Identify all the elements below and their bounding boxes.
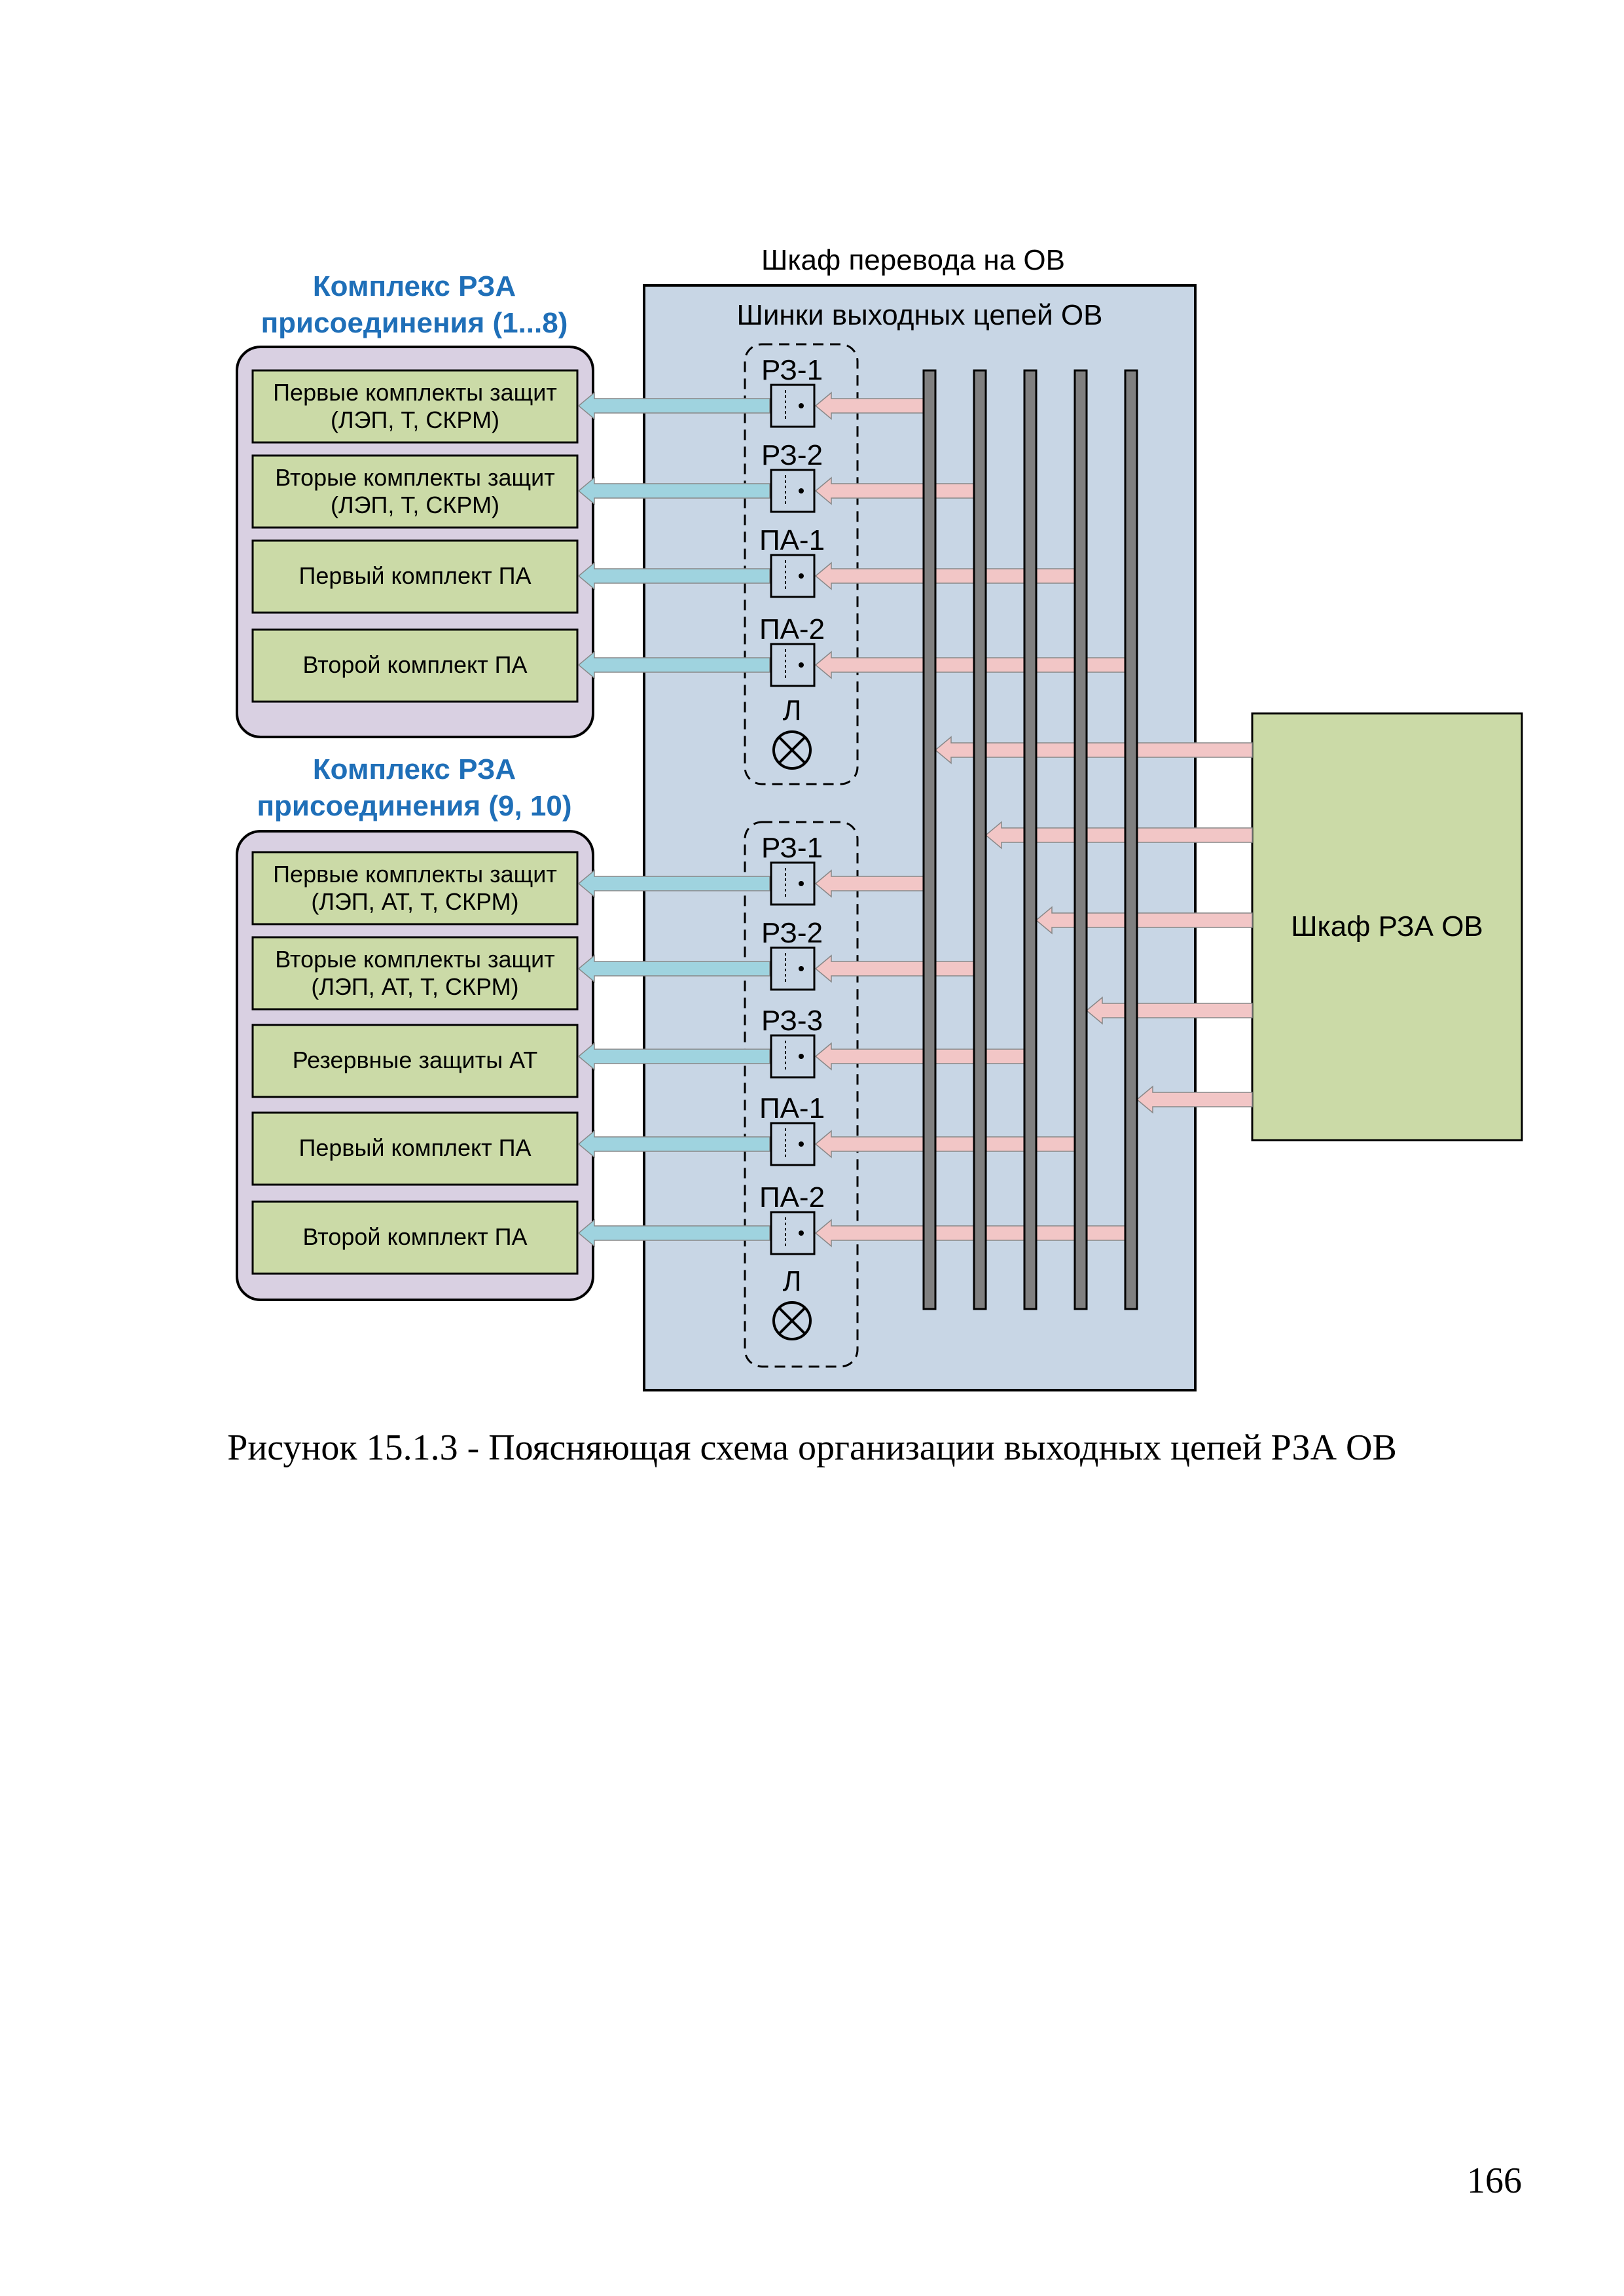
output-arrow xyxy=(577,562,770,590)
output-bus xyxy=(1074,369,1088,1310)
page-number: 166 xyxy=(1467,2161,1522,2201)
complex-bottom-item: Первый комплект ПА xyxy=(251,1111,579,1186)
item-label: Второй комплект ПА xyxy=(302,1223,527,1250)
output-arrow xyxy=(577,1219,770,1247)
complex-bottom-title-2: присоединения (9, 10) xyxy=(257,790,571,822)
feed-arrow xyxy=(1136,1085,1253,1114)
switch-icon xyxy=(770,1034,816,1079)
switch-label: РЗ-2 xyxy=(761,917,823,949)
switch-label: РЗ-2 xyxy=(761,439,823,471)
output-bus xyxy=(1023,369,1038,1310)
lamp-top-icon xyxy=(772,730,812,770)
item-label: (ЛЭП, Т, СКРМ) xyxy=(331,492,499,518)
item-label: Резервные защиты АТ xyxy=(293,1047,538,1073)
item-label: Вторые комплекты защит xyxy=(275,464,555,491)
output-arrow xyxy=(577,869,770,898)
figure-caption: Рисунок 15.1.3 - Поясняющая схема органи… xyxy=(227,1427,1397,1468)
complex-top-item: Второй комплект ПА xyxy=(251,628,579,703)
switch-block: ПА-2 xyxy=(759,613,825,687)
switch-block: ПА-1 xyxy=(759,1092,825,1166)
feed-arrow xyxy=(934,736,1253,764)
complex-bottom-item: Вторые комплекты защит (ЛЭП, АТ, Т, СКРМ… xyxy=(251,936,579,1011)
complex-top-item: Вторые комплекты защит (ЛЭП, Т, СКРМ) xyxy=(251,454,579,529)
complex-top-item: Первый комплект ПА xyxy=(251,539,579,614)
item-label: Вторые комплекты защит xyxy=(275,946,555,973)
complex-bottom-item: Первые комплекты защит (ЛЭП, АТ, Т, СКРМ… xyxy=(251,851,579,925)
output-bus xyxy=(1124,369,1138,1310)
switch-icon xyxy=(770,643,816,687)
switch-block: РЗ-2 xyxy=(761,917,823,991)
switch-icon xyxy=(770,1211,816,1255)
feed-arrow xyxy=(1035,906,1253,935)
switch-icon xyxy=(770,861,816,906)
switch-label: РЗ-1 xyxy=(761,832,823,864)
switch-group-bottom xyxy=(744,821,859,1368)
output-arrow xyxy=(577,476,770,505)
item-label: Второй комплект ПА xyxy=(302,651,527,678)
switch-label: ПА-2 xyxy=(759,613,825,645)
switch-block: РЗ-1 xyxy=(761,832,823,906)
rza-ov-cabinet xyxy=(1251,712,1523,1141)
item-label: (ЛЭП, Т, СКРМ) xyxy=(331,406,499,433)
diagram: Шкаф перевода на ОВ Шинки выходных цепей… xyxy=(236,244,1523,1391)
output-arrow xyxy=(577,1130,770,1158)
switch-label: ПА-2 xyxy=(759,1181,825,1213)
lamp-label-bottom: Л xyxy=(783,1265,802,1297)
complex-bottom-title-1: Комплекс РЗА xyxy=(313,753,516,785)
output-arrow xyxy=(577,954,770,983)
switch-group-top xyxy=(744,343,859,785)
output-arrow xyxy=(577,391,770,420)
complex-top-item: Первые комплекты защит (ЛЭП, Т, СКРМ) xyxy=(251,369,579,444)
switch-icon xyxy=(770,469,816,513)
switch-label: ПА-1 xyxy=(759,1092,825,1124)
switch-icon xyxy=(770,946,816,991)
buses-layer xyxy=(922,369,1138,1310)
output-arrow xyxy=(577,651,770,679)
switch-icon xyxy=(770,1122,816,1166)
lamp-bottom-icon xyxy=(772,1301,812,1340)
item-label: (ЛЭП, АТ, Т, СКРМ) xyxy=(311,973,518,1000)
switch-block: РЗ-3 xyxy=(761,1005,823,1079)
complex-bottom-item: Второй комплект ПА xyxy=(251,1200,579,1275)
rza-ov-cabinet-label: Шкаф РЗА ОВ xyxy=(1291,910,1483,942)
complex-top-title-2: присоединения (1...8) xyxy=(261,307,568,339)
switch-block: РЗ-1 xyxy=(761,354,823,428)
arrows-layer xyxy=(577,391,1253,1247)
complex-top-title-1: Комплекс РЗА xyxy=(313,270,516,302)
bus-title: Шинки выходных цепей ОВ xyxy=(737,299,1103,331)
item-label: Первые комплекты защит xyxy=(273,379,557,406)
cabinet-title: Шкаф перевода на ОВ xyxy=(761,244,1065,276)
switch-label: РЗ-3 xyxy=(761,1005,823,1037)
switch-block: РЗ-2 xyxy=(761,439,823,513)
complex-bottom-item: Резервные защиты АТ xyxy=(251,1024,579,1098)
output-bus xyxy=(973,369,987,1310)
item-label: (ЛЭП, АТ, Т, СКРМ) xyxy=(311,888,518,915)
switch-icon xyxy=(770,554,816,598)
switches-layer: РЗ-1РЗ-2ПА-1ПА-2РЗ-1РЗ-2РЗ-3ПА-1ПА-2 xyxy=(759,354,825,1255)
item-label: Первые комплекты защит xyxy=(273,861,557,888)
lamp-label-top: Л xyxy=(783,694,802,726)
switch-label: РЗ-1 xyxy=(761,354,823,386)
switch-icon xyxy=(770,384,816,428)
feed-arrow xyxy=(984,821,1253,850)
switch-block: ПА-2 xyxy=(759,1181,825,1255)
output-arrow xyxy=(577,1042,770,1071)
item-label: Первый комплект ПА xyxy=(298,562,531,589)
switch-label: ПА-1 xyxy=(759,524,825,556)
output-bus xyxy=(922,369,937,1310)
switch-block: ПА-1 xyxy=(759,524,825,598)
item-label: Первый комплект ПА xyxy=(298,1134,531,1161)
